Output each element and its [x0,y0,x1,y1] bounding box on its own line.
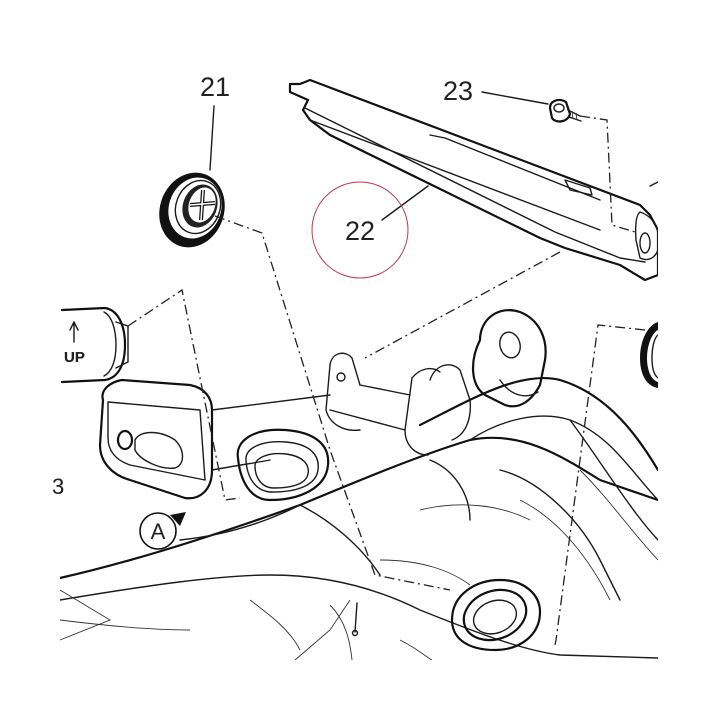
part-21-grommet [159,172,225,248]
part-22-label: 22 [345,216,375,246]
pivot-boss-lower [450,578,542,652]
highlight-circle [311,181,409,279]
leader-lines [209,91,549,221]
centre-oval-opening [236,428,330,502]
right-grommet-partial [640,322,659,388]
bottom-mask [0,660,720,720]
part-23-label: 23 [443,76,473,106]
view-a-marker: A [139,512,186,550]
up-plug-partial [60,306,129,384]
up-stamp-label-overlay: UP [64,349,85,366]
cutoff-number-overlay: 3 [52,474,64,499]
part-23-bolt [548,98,582,123]
swingarm-body [58,376,660,661]
part-21-label: 21 [200,72,230,102]
left-mask [0,0,60,720]
view-a-label: A [151,519,166,544]
upper-bracket [325,309,547,456]
part-22-cover-plate [288,78,660,282]
right-mask [658,0,720,720]
assembly-guide-lines [127,115,646,646]
left-slotted-bracket [98,378,331,500]
up-stamp-label: UP [64,349,85,366]
